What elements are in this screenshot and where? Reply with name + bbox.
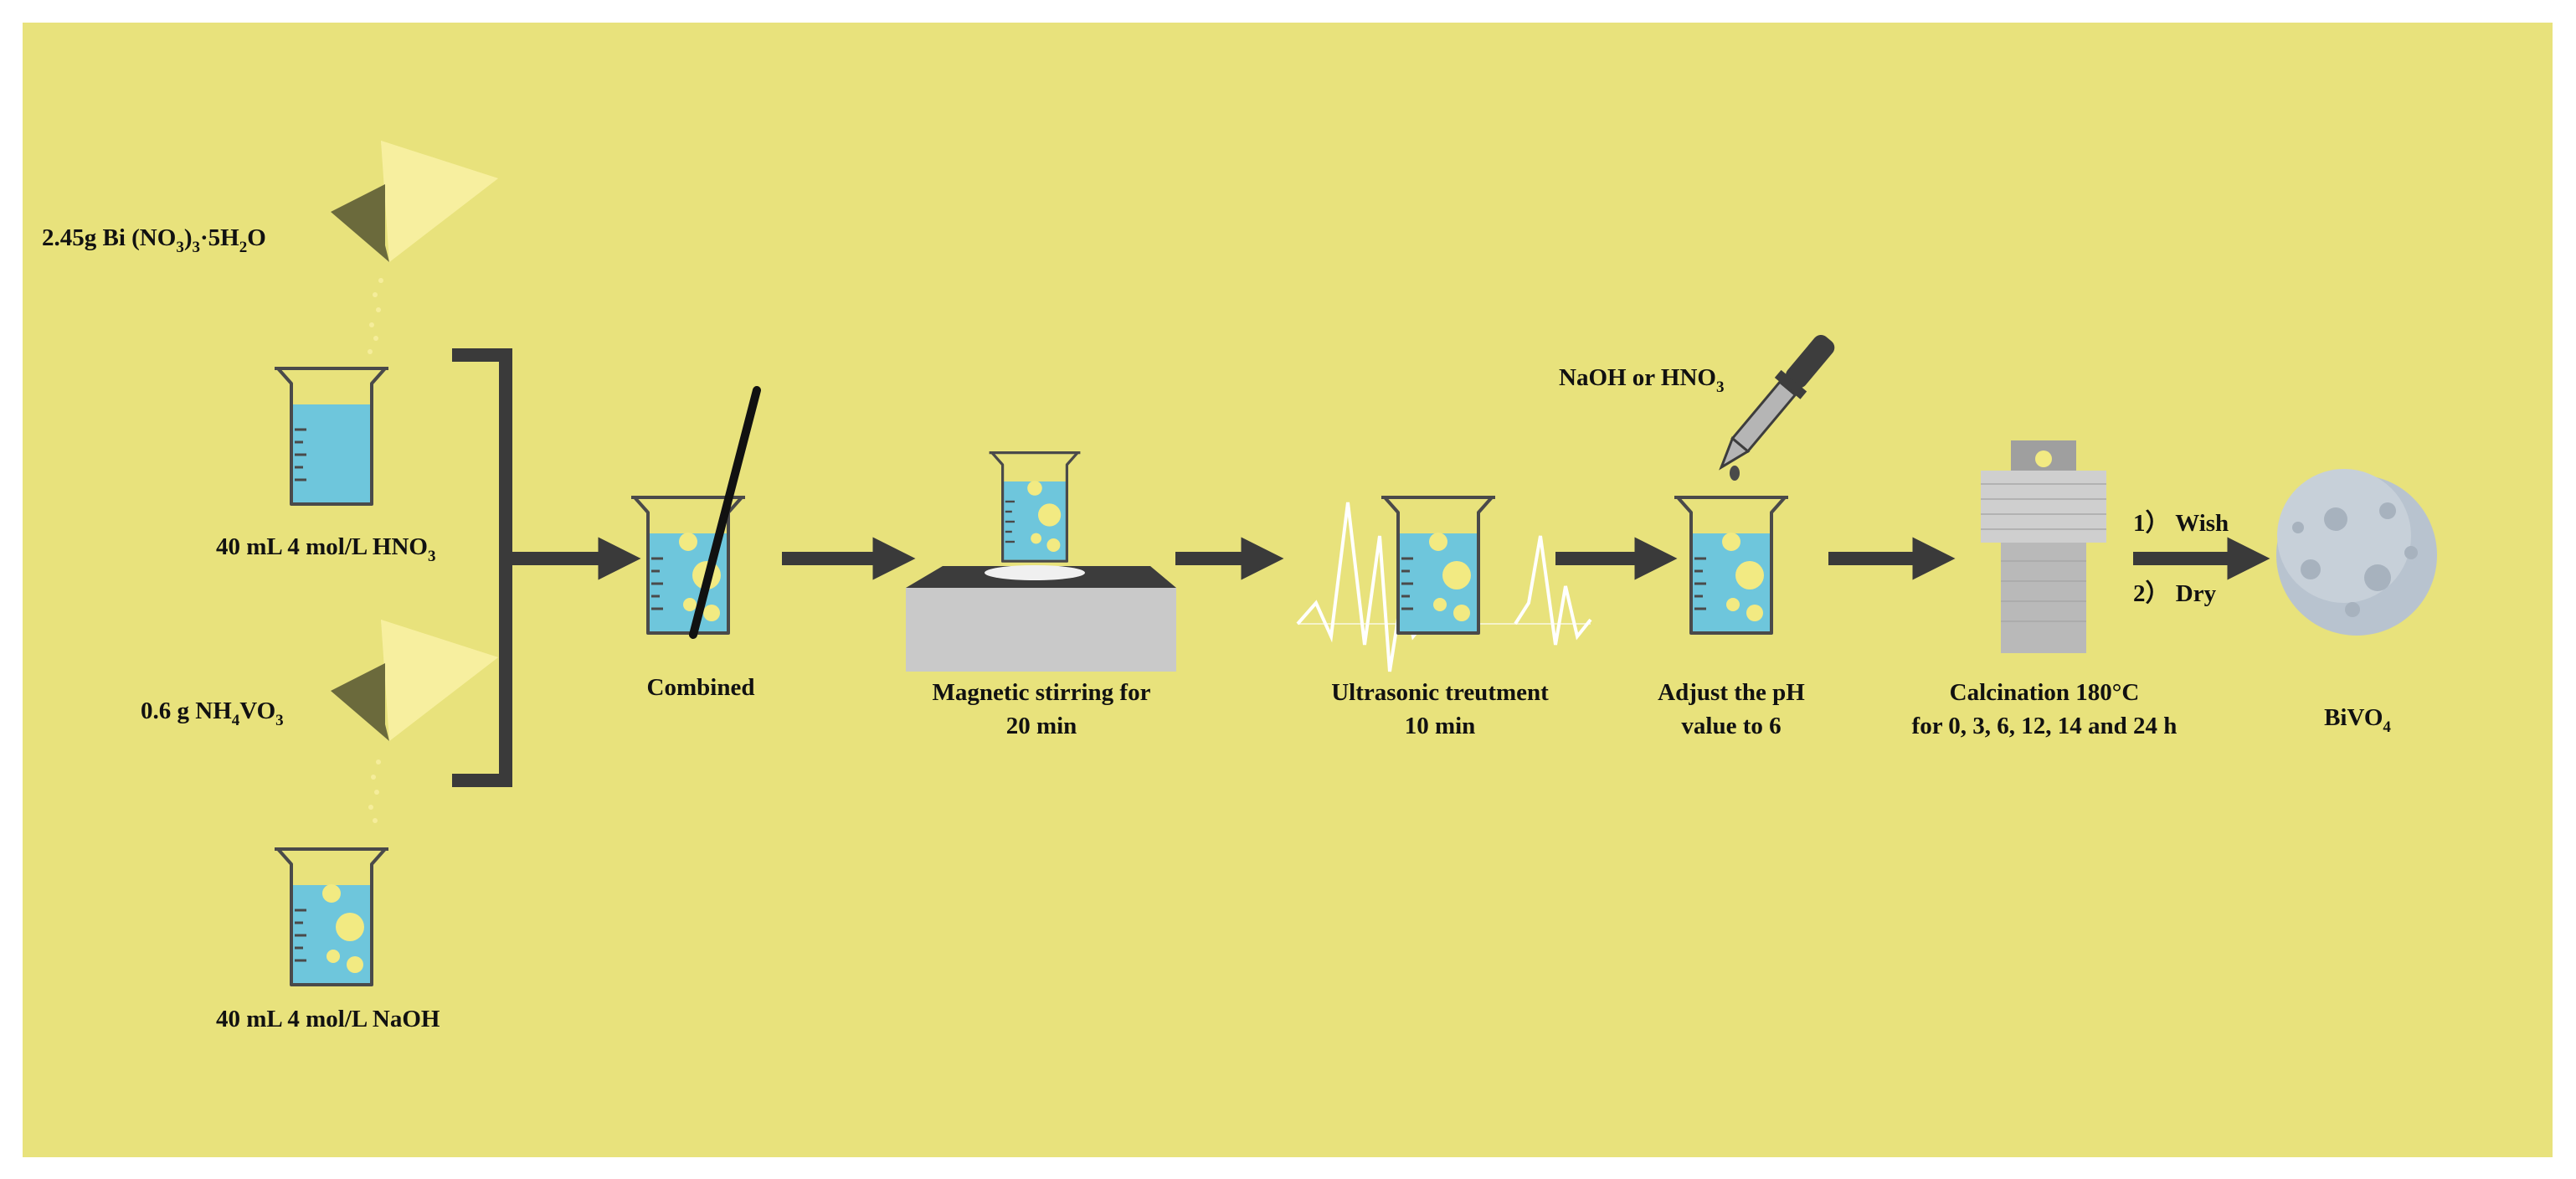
stirring-label-line2: 20 min (1006, 713, 1077, 739)
merge-bracket (452, 348, 512, 787)
naoh-solution-label: 40 mL 4 mol/L NaOH (216, 1006, 440, 1032)
hno3-solution-label: 40 mL 4 mol/L HNO3 (216, 533, 435, 565)
powder-stream (368, 759, 381, 823)
combined-label: Combined (647, 674, 755, 701)
magnetic-stirrer-icon (906, 450, 1176, 672)
stirring-label-line1: Magnetic stirring for (933, 679, 1151, 706)
calcination-label-line1: Calcination 180°C (1950, 679, 2140, 706)
funnel-icon (331, 141, 498, 262)
product-label: BiVO4 (2324, 704, 2391, 736)
ph-reagent-label: NaOH or HNO3 (1559, 364, 1724, 396)
beaker-icon (1380, 496, 1497, 635)
beaker-icon (630, 496, 747, 635)
adjust-ph-label-line2: value to 6 (1681, 713, 1781, 739)
stir-rod-icon (689, 386, 761, 639)
calcination-label-line2: for 0, 3, 6, 12, 14 and 24 h (1912, 713, 2178, 739)
bi-salt-label: 2.45g Bi (NO3)3·5H2O (42, 224, 266, 256)
powder-stream (368, 278, 383, 354)
beaker-icon (273, 847, 390, 986)
nh4vo3-label: 0.6 g NH4VO3 (141, 698, 284, 729)
adjust-ph-label-line1: Adjust the pH (1658, 679, 1805, 706)
beaker-icon (273, 367, 390, 506)
ultrasonic-label-line1: Ultrasonic treutment (1331, 679, 1549, 706)
dropper-icon (1719, 334, 1835, 481)
beaker-icon (1673, 496, 1790, 635)
funnel-icon (331, 620, 498, 741)
wash-step-label: 1） Wish (2133, 509, 2229, 537)
bivo4-particle-icon (2276, 469, 2437, 636)
ultrasonic-label-line2: 10 min (1405, 713, 1476, 739)
autoclave-icon (1981, 440, 2106, 653)
dry-step-label: 2） Dry (2133, 579, 2217, 607)
